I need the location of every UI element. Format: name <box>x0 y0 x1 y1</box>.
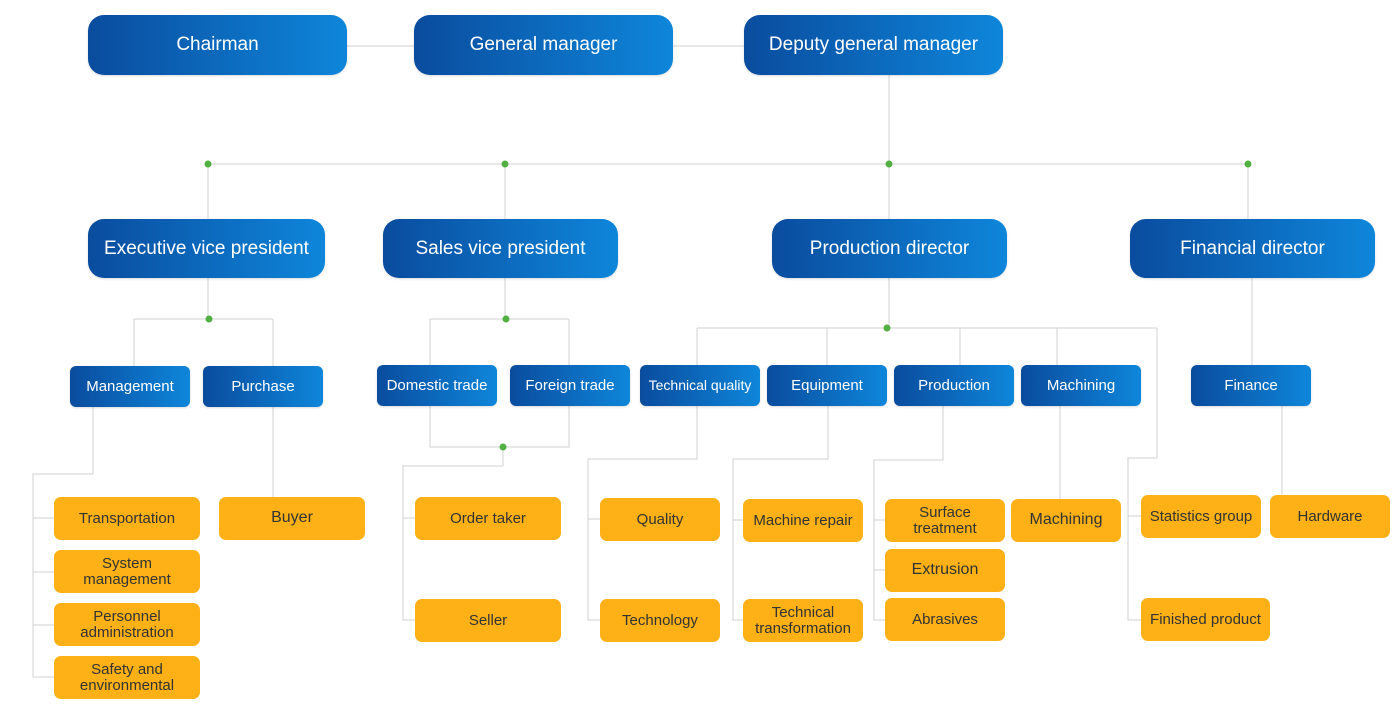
executive-vp-box: Executive vice president <box>88 219 325 278</box>
surface-treatment-box: Surface treatment <box>885 499 1005 542</box>
hardware-box: Hardware <box>1270 495 1390 538</box>
finance-box: Finance <box>1191 365 1311 406</box>
junction-dot <box>204 160 212 168</box>
safety-environmental-box: Safety and environmental <box>54 656 200 699</box>
machining-box: Machining <box>1021 365 1141 406</box>
statistics-group-box: Statistics group <box>1141 495 1261 538</box>
finished-product-box: Finished product <box>1141 598 1270 641</box>
production-director-box: Production director <box>772 219 1007 278</box>
foreign-trade-box: Foreign trade <box>510 365 630 406</box>
domestic-trade-box: Domestic trade <box>377 365 497 406</box>
production-box: Production <box>894 365 1014 406</box>
junction-dot <box>885 160 893 168</box>
junction-dot <box>205 315 213 323</box>
chairman-box: Chairman <box>88 15 347 75</box>
junction-dot <box>499 443 507 451</box>
extrusion-box: Extrusion <box>885 549 1005 592</box>
system-management-box: System management <box>54 550 200 593</box>
order-taker-box: Order taker <box>415 497 561 540</box>
machining-unit-box: Machining <box>1011 499 1121 542</box>
technology-box: Technology <box>600 599 720 642</box>
personnel-administration-box: Personnel administration <box>54 603 200 646</box>
transportation-box: Transportation <box>54 497 200 540</box>
junction-dot <box>883 324 891 332</box>
management-box: Management <box>70 366 190 407</box>
machine-repair-box: Machine repair <box>743 499 863 542</box>
technical-quality-box: Technical quality <box>640 365 760 406</box>
junction-dot <box>1244 160 1252 168</box>
sales-vp-box: Sales vice president <box>383 219 618 278</box>
seller-box: Seller <box>415 599 561 642</box>
purchase-box: Purchase <box>203 366 323 407</box>
quality-box: Quality <box>600 498 720 541</box>
deputy-general-manager-box: Deputy general manager <box>744 15 1003 75</box>
buyer-box: Buyer <box>219 497 365 540</box>
junction-dot <box>502 315 510 323</box>
junction-dot <box>501 160 509 168</box>
financial-director-box: Financial director <box>1130 219 1375 278</box>
technical-transformation-box: Technical transformation <box>743 599 863 642</box>
equipment-box: Equipment <box>767 365 887 406</box>
abrasives-box: Abrasives <box>885 598 1005 641</box>
general-manager-box: General manager <box>414 15 673 75</box>
